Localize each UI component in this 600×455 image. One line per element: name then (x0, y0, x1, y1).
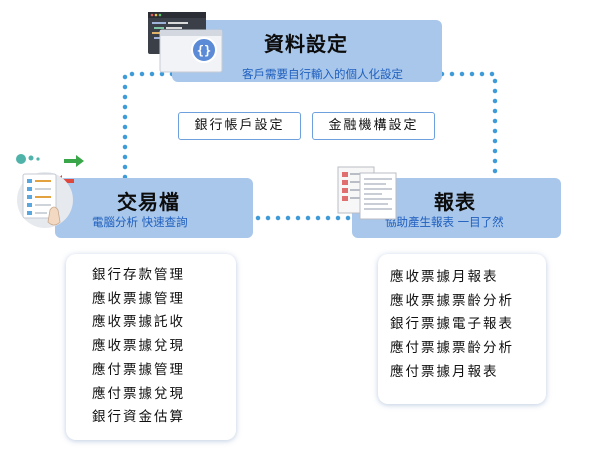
list-item[interactable]: 應付票據兌現 (92, 385, 185, 402)
list-item[interactable]: 應收票據兌現 (92, 338, 185, 355)
report-documents-icon (337, 166, 397, 220)
transactions-title: 交易檔 (117, 190, 180, 214)
code-window-icon: {} (148, 12, 223, 73)
bank-account-settings-button[interactable]: 銀行帳戶設定 (178, 112, 301, 140)
reports-list: 應收票據月報表 應收票據票齡分析 銀行票據電子報表 應付票據票齡分析 應付票據月… (378, 254, 546, 404)
transactions-subtitle: 電腦分析 快速查詢 (92, 215, 188, 229)
settings-subtitle: 客戶需要自行輸入的個人化設定 (242, 67, 403, 81)
transactions-list: 銀行存款管理 應收票據管理 應收票據託收 應收票據兌現 應付票據管理 應付票據兌… (66, 254, 236, 440)
settings-title: 資料設定 (264, 32, 348, 56)
svg-text:{}: {} (197, 44, 211, 58)
reports-title: 報表 (434, 190, 476, 214)
connector-settings-to-transactions (122, 71, 175, 181)
list-item[interactable]: 銀行資金估算 (92, 409, 185, 426)
financial-institution-settings-button[interactable]: 金融機構設定 (312, 112, 435, 140)
list-item[interactable]: 應付票據管理 (92, 361, 185, 378)
list-item[interactable]: 應收票據月報表 (390, 269, 499, 285)
checklist-transfer-icon (16, 154, 84, 228)
list-item[interactable]: 應付票據票齡分析 (390, 340, 514, 357)
list-item[interactable]: 銀行票據電子報表 (390, 316, 514, 333)
list-item[interactable]: 應收票據託收 (92, 314, 185, 331)
connector-settings-to-reports (439, 71, 498, 181)
list-item[interactable]: 應付票據月報表 (390, 363, 499, 380)
reports-subtitle: 協助產生報表 一目了然 (385, 215, 504, 229)
list-item[interactable]: 應收票據票齡分析 (390, 292, 514, 309)
list-item[interactable]: 銀行存款管理 (92, 267, 185, 283)
transactions-banner: 交易檔 電腦分析 快速查詢 (55, 178, 253, 238)
list-item[interactable]: 應收票據管理 (92, 290, 185, 307)
